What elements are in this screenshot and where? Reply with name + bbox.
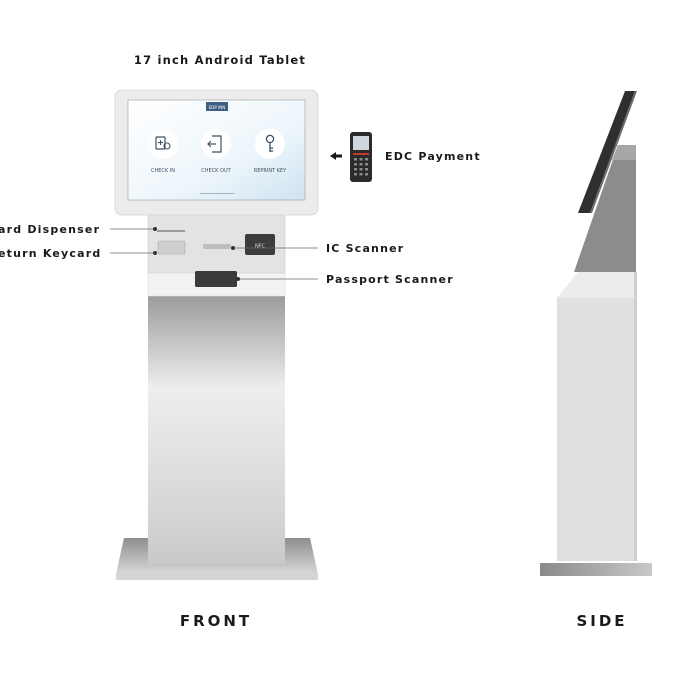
edc-label: EDC Payment: [385, 150, 481, 163]
nfc-pad: [245, 234, 275, 255]
side-screen: [578, 91, 635, 213]
screen-button-check-out[interactable]: CHECK OUT: [201, 129, 232, 174]
check-in-label: CHECK IN: [151, 168, 175, 174]
side-pillar: [557, 298, 636, 561]
return-keycard-slot: [157, 240, 186, 255]
edc-arrow-icon: [330, 152, 342, 160]
side-sloped-cap: [557, 272, 636, 298]
front-pillar: [148, 294, 285, 564]
screen-button-reprint-key[interactable]: REPRINT KEY: [254, 129, 287, 174]
screen-button-check-in[interactable]: CHECK IN: [148, 129, 178, 174]
front-base-edge: [116, 573, 318, 580]
reprint-key-label: REPRINT KEY: [254, 168, 287, 174]
nfc-text: NFC: [255, 244, 266, 250]
return-keycard-label: eturn Keycard: [0, 247, 101, 260]
card-dispenser-slot: [157, 230, 185, 232]
screen-logo: EDP INN: [209, 105, 225, 110]
side-view-label: SIDE: [576, 612, 627, 630]
side-pillar-edge: [634, 272, 637, 561]
check-in-icon: [148, 129, 178, 159]
front-view-label: FRONT: [180, 612, 252, 630]
ic-slot: [203, 244, 231, 249]
side-view: [540, 91, 652, 576]
screen-footer-line: [200, 193, 234, 194]
passport-scanner-label: Passport Scanner: [326, 273, 454, 286]
side-base: [540, 563, 652, 576]
side-upper-shade: [612, 145, 636, 160]
edc-terminal: [350, 132, 372, 182]
screen-logo-box: [206, 102, 228, 111]
card-dispenser-label: ard Dispenser: [0, 223, 100, 236]
front-view: NFC EDP INN CHECK IN CHECK OUT: [114, 89, 319, 580]
side-screen-edge: [590, 91, 637, 213]
tablet-label: 17 inch Android Tablet: [134, 53, 306, 67]
passport-scanner-slot: [195, 271, 237, 287]
ic-scanner-label: IC Scanner: [326, 242, 404, 255]
side-upper-module: [574, 145, 636, 272]
check-out-label: CHECK OUT: [201, 168, 231, 174]
